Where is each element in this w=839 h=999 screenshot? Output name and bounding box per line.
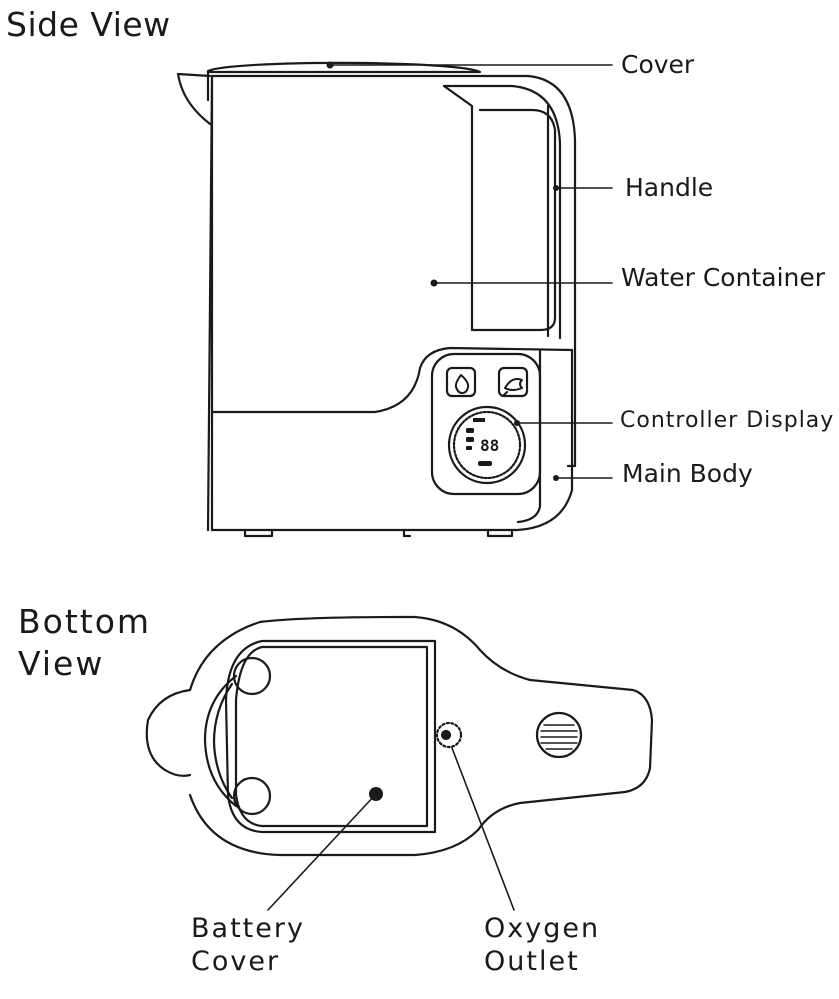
droplet-icon (454, 374, 470, 394)
label-oxygen-outlet-line1: Oxygen (484, 913, 601, 944)
display-outer-ring (447, 405, 527, 485)
dot-controller-display (514, 420, 520, 426)
dot-handle (553, 185, 559, 191)
label-water-container: Water Container (621, 263, 826, 292)
foot-bottom (232, 776, 272, 816)
bottom-view-drawing (145, 615, 654, 857)
dot-water-container (430, 279, 438, 287)
label-cover: Cover (621, 50, 695, 79)
oxygen-outlet-ring (435, 721, 463, 749)
tray-side-arc (203, 674, 238, 808)
bottom-rear-bump (145, 688, 192, 777)
leader-lines (267, 64, 613, 911)
speaker-grille (535, 711, 583, 759)
display-digits: 88 (480, 436, 499, 455)
main-body-outline (210, 348, 574, 532)
label-controller-display: Controller Display (620, 408, 835, 433)
water-line (210, 346, 574, 414)
bottom-view-title: Bottom View (18, 601, 151, 685)
bottom-outer-shell (188, 615, 654, 857)
bottom-view-title-line2: View (18, 644, 105, 683)
label-main-body: Main Body (622, 459, 753, 488)
side-view-drawing (176, 61, 577, 538)
label-oxygen-outlet-line2: Outlet (484, 946, 580, 977)
foot-top (232, 656, 272, 696)
left-button (445, 366, 477, 398)
spout (176, 72, 212, 126)
display-inner-ring (452, 410, 522, 480)
dot-main-body (553, 475, 559, 481)
display-indicators (466, 418, 492, 466)
handle-outer (210, 74, 577, 468)
side-view-title: Side View (6, 5, 171, 44)
body-base-inner (516, 348, 542, 524)
fish-icon (502, 378, 523, 397)
right-button (497, 366, 529, 398)
label-battery-cover-line2: Cover (191, 946, 281, 977)
controller-panel (430, 352, 542, 496)
label-oxygen-outlet: Oxygen Outlet (484, 912, 600, 978)
cover-lid (206, 61, 482, 74)
leader-oxygen-outlet (451, 747, 515, 911)
oxygen-outlet-hole (440, 729, 452, 741)
battery-tray-inner (234, 645, 429, 828)
dot-cover (326, 61, 334, 69)
label-handle: Handle (625, 173, 714, 202)
label-battery-cover: Battery Cover (191, 912, 305, 978)
handle-grip (442, 84, 557, 332)
container-outline (206, 70, 214, 532)
battery-tray-outer (224, 639, 437, 834)
handle-inner-top (442, 84, 562, 340)
label-battery-cover-line1: Battery (191, 913, 305, 944)
tray-side-arc-inner (212, 682, 234, 800)
bottom-view-title-line1: Bottom (18, 602, 152, 641)
base-feet (243, 528, 514, 538)
leader-battery-cover (267, 793, 377, 911)
leader-dots (326, 61, 559, 801)
dot-battery-cover (369, 787, 383, 801)
